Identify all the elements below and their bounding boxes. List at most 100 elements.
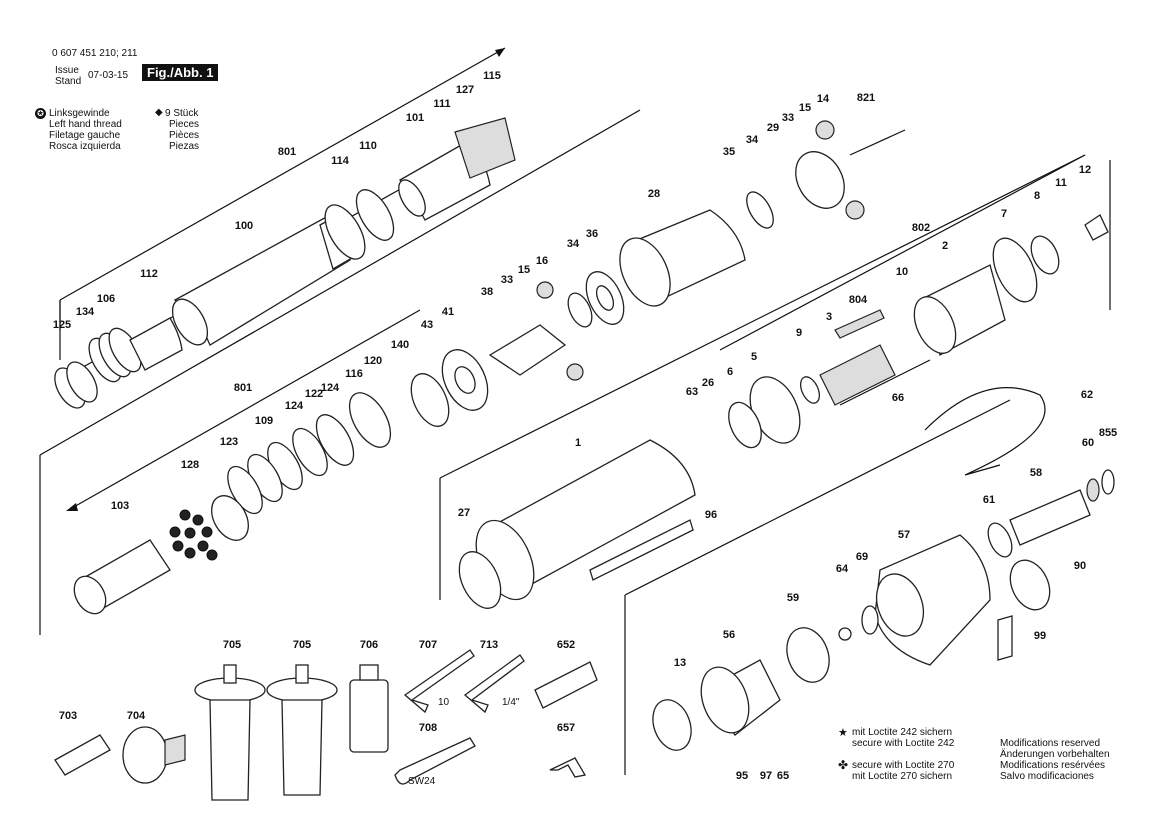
part-label: 703 <box>58 710 78 722</box>
part-label: 5 <box>750 351 758 363</box>
part-label: 14 <box>816 93 830 105</box>
acc-703 <box>54 734 111 776</box>
part-label: 109 <box>254 415 274 427</box>
rotor-parts <box>728 344 896 449</box>
part-label: 8 <box>1033 190 1041 202</box>
ring-114 <box>324 204 366 260</box>
part-label: 110 <box>359 140 377 152</box>
part-label: 821 <box>856 92 876 104</box>
part-label: 33 <box>781 112 795 124</box>
part-label: 101 <box>405 112 425 124</box>
carrier-38 <box>488 281 584 381</box>
part-label: 100 <box>234 220 254 232</box>
valve-parts <box>652 605 879 751</box>
part-label: 2 <box>941 240 949 252</box>
hex-size-quarter: 1/4" <box>502 697 520 708</box>
part-label: 58 <box>1029 467 1043 479</box>
part-label: 134 <box>75 306 95 318</box>
hex-size-10: 10 <box>438 697 450 708</box>
part-label: 12 <box>1078 164 1092 176</box>
part-label: 97 <box>759 770 773 782</box>
acc-707 <box>403 649 475 714</box>
part-label: 59 <box>786 592 800 604</box>
part-label: 95 <box>735 770 749 782</box>
housing-57 <box>874 534 991 666</box>
part-label: 657 <box>556 722 576 734</box>
acc-713 <box>463 654 525 714</box>
part-label: 128 <box>180 459 200 471</box>
ring-125 <box>54 361 98 409</box>
part-label: 62 <box>1080 389 1094 401</box>
ring-855 <box>1086 469 1115 502</box>
screw-58 <box>987 489 1091 558</box>
acc-652 <box>534 661 598 709</box>
plate-27 <box>458 551 502 609</box>
acc-705b <box>266 664 338 796</box>
part-label: 706 <box>359 639 379 651</box>
star-icon: ★ <box>838 727 848 739</box>
part-label: 120 <box>363 355 383 367</box>
mod-de: Änderungen vorbehalten <box>1000 749 1110 760</box>
part-label: 801 <box>277 146 297 158</box>
pin-66 <box>839 359 931 406</box>
cylinder-2 <box>913 214 1109 356</box>
part-label: 112 <box>140 268 158 280</box>
legend-lh-fr: Filetage gauche <box>49 130 121 141</box>
part-label: 16 <box>535 255 549 267</box>
part-label: 125 <box>52 319 72 331</box>
part-label: 15 <box>798 102 812 114</box>
bearing-36 <box>585 271 625 325</box>
wrench-size: SW24 <box>408 776 436 787</box>
legend-pc-de: 9 Stück <box>165 108 199 119</box>
part-label: 124 <box>320 382 340 394</box>
part-label: 652 <box>556 639 576 651</box>
washer-35 <box>746 191 774 229</box>
part-label: 41 <box>441 306 455 318</box>
part-label: 13 <box>673 657 687 669</box>
part-label: 123 <box>219 436 239 448</box>
ring-gear-28 <box>619 209 746 307</box>
fitting-90 <box>1009 559 1051 611</box>
label-99 <box>997 615 1013 661</box>
loctite242-de: mit Loctite 242 sichern <box>852 727 953 738</box>
mod-es: Salvo modificaciones <box>1000 771 1094 782</box>
acc-657 <box>549 757 587 778</box>
part-label: 713 <box>479 639 499 651</box>
part-label: 27 <box>457 507 471 519</box>
blades-804 <box>834 309 885 339</box>
part-label: 122 <box>304 388 324 400</box>
part-label: 114 <box>331 155 349 167</box>
part-label: 855 <box>1098 427 1118 439</box>
mod-en: Modifications reserved <box>1000 738 1101 749</box>
part-label: 705 <box>222 639 242 651</box>
diamond-icon: ◆ <box>155 107 163 118</box>
part-label: 63 <box>685 386 699 398</box>
part-label: 38 <box>480 286 494 298</box>
spring-106 <box>88 327 142 383</box>
loctite242-en: secure with Loctite 242 <box>852 738 955 749</box>
part-label: 65 <box>776 770 790 782</box>
part-label: 116 <box>345 368 363 380</box>
part-label: 66 <box>891 392 905 404</box>
part-label: 61 <box>982 494 996 506</box>
left-thread-icon: ✪ <box>35 108 46 119</box>
part-label: 34 <box>745 134 759 146</box>
part-label: 7 <box>1000 208 1008 220</box>
acc-705a <box>194 664 266 801</box>
part-label: 707 <box>418 639 438 651</box>
clip-43 <box>410 373 450 427</box>
part-label: 43 <box>420 319 434 331</box>
part-label: 26 <box>701 377 715 389</box>
part-label: 90 <box>1073 560 1087 572</box>
part-label: 36 <box>585 228 599 240</box>
loctite270-de: mit Loctite 270 sichern <box>852 771 953 782</box>
part-label: 11 <box>1055 177 1067 189</box>
spindle-103 <box>73 539 171 615</box>
part-label: 57 <box>897 529 911 541</box>
loctite270-en: secure with Loctite 270 <box>852 760 955 771</box>
gear-carrier-29 <box>795 120 865 220</box>
wire-62 <box>924 387 1046 476</box>
part-label: 29 <box>766 122 780 134</box>
legend-pc-en: Pieces <box>169 119 200 130</box>
